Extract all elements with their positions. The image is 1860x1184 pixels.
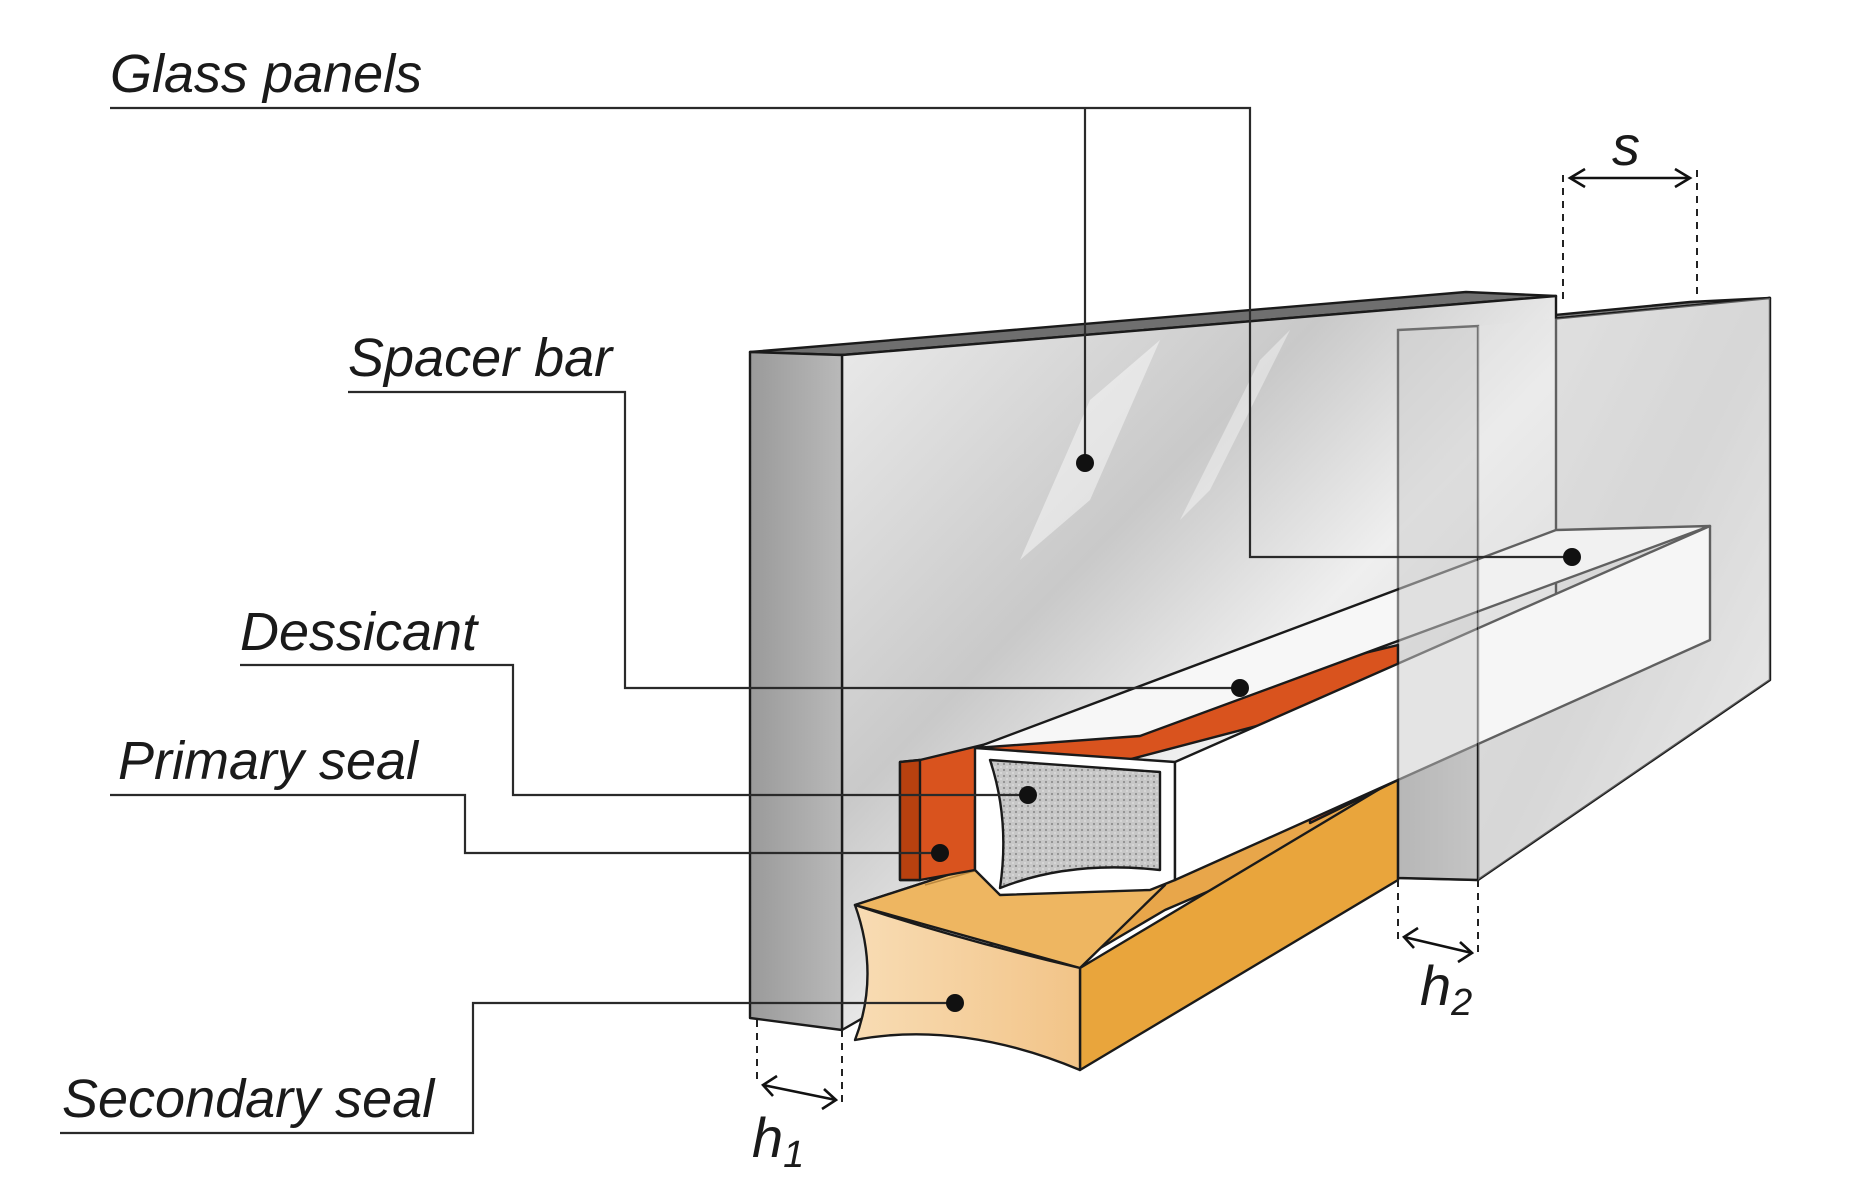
dim-label-h1: h1 [752,1106,804,1176]
arrowhead [1402,926,1419,949]
leader-spacer-bar [348,390,1240,690]
pointer-dot-secondary-seal [946,994,964,1012]
secondary-seal-front [853,903,1082,1072]
label-spacer-bar: Spacer bar [348,328,614,388]
dim-h2-sub: 2 [1450,982,1472,1024]
dim-h1-main: h [752,1106,783,1169]
pointer-dot-glass-panel [1563,548,1581,566]
leader-glass-panels [110,106,1572,559]
dim-h2-arrow [1403,935,1473,955]
dim-label-s: s [1612,114,1640,177]
leader-dessicant [240,663,1028,797]
leader-secondary-seal [60,1001,955,1135]
dim-h1-sub: 1 [783,1134,804,1176]
dessicant-fill [988,758,1162,890]
pointer-dot-glass-panel [1076,454,1094,472]
dim-label-h2: h2 [1420,954,1472,1024]
pointer-dot-dessicant [1019,786,1037,804]
rear-panel-face-overlay [1478,298,1770,880]
arrowhead [761,1074,778,1097]
label-primary-seal: Primary seal [118,731,420,791]
glare-streak [1020,340,1160,560]
rear-panel-edge-overlay [1396,324,1480,882]
dim-h1-arrow [762,1083,837,1102]
pointer-dot-primary-seal [931,844,949,862]
primary-seal-edge [898,758,922,882]
label-dessicant: Dessicant [240,602,479,662]
glare-streak [1180,330,1290,520]
arrowhead [821,1088,839,1111]
label-glass-panels: Glass panels [110,44,422,104]
arrowhead [1567,167,1586,189]
arrowhead [1457,941,1475,964]
arrowhead [1674,167,1693,189]
label-secondary-seal: Secondary seal [62,1069,436,1129]
dim-h2-main: h [1420,954,1451,1017]
leader-primary-seal [110,793,940,855]
pointer-dot-spacer-bar [1231,679,1249,697]
front-panel-edge [748,350,844,1032]
